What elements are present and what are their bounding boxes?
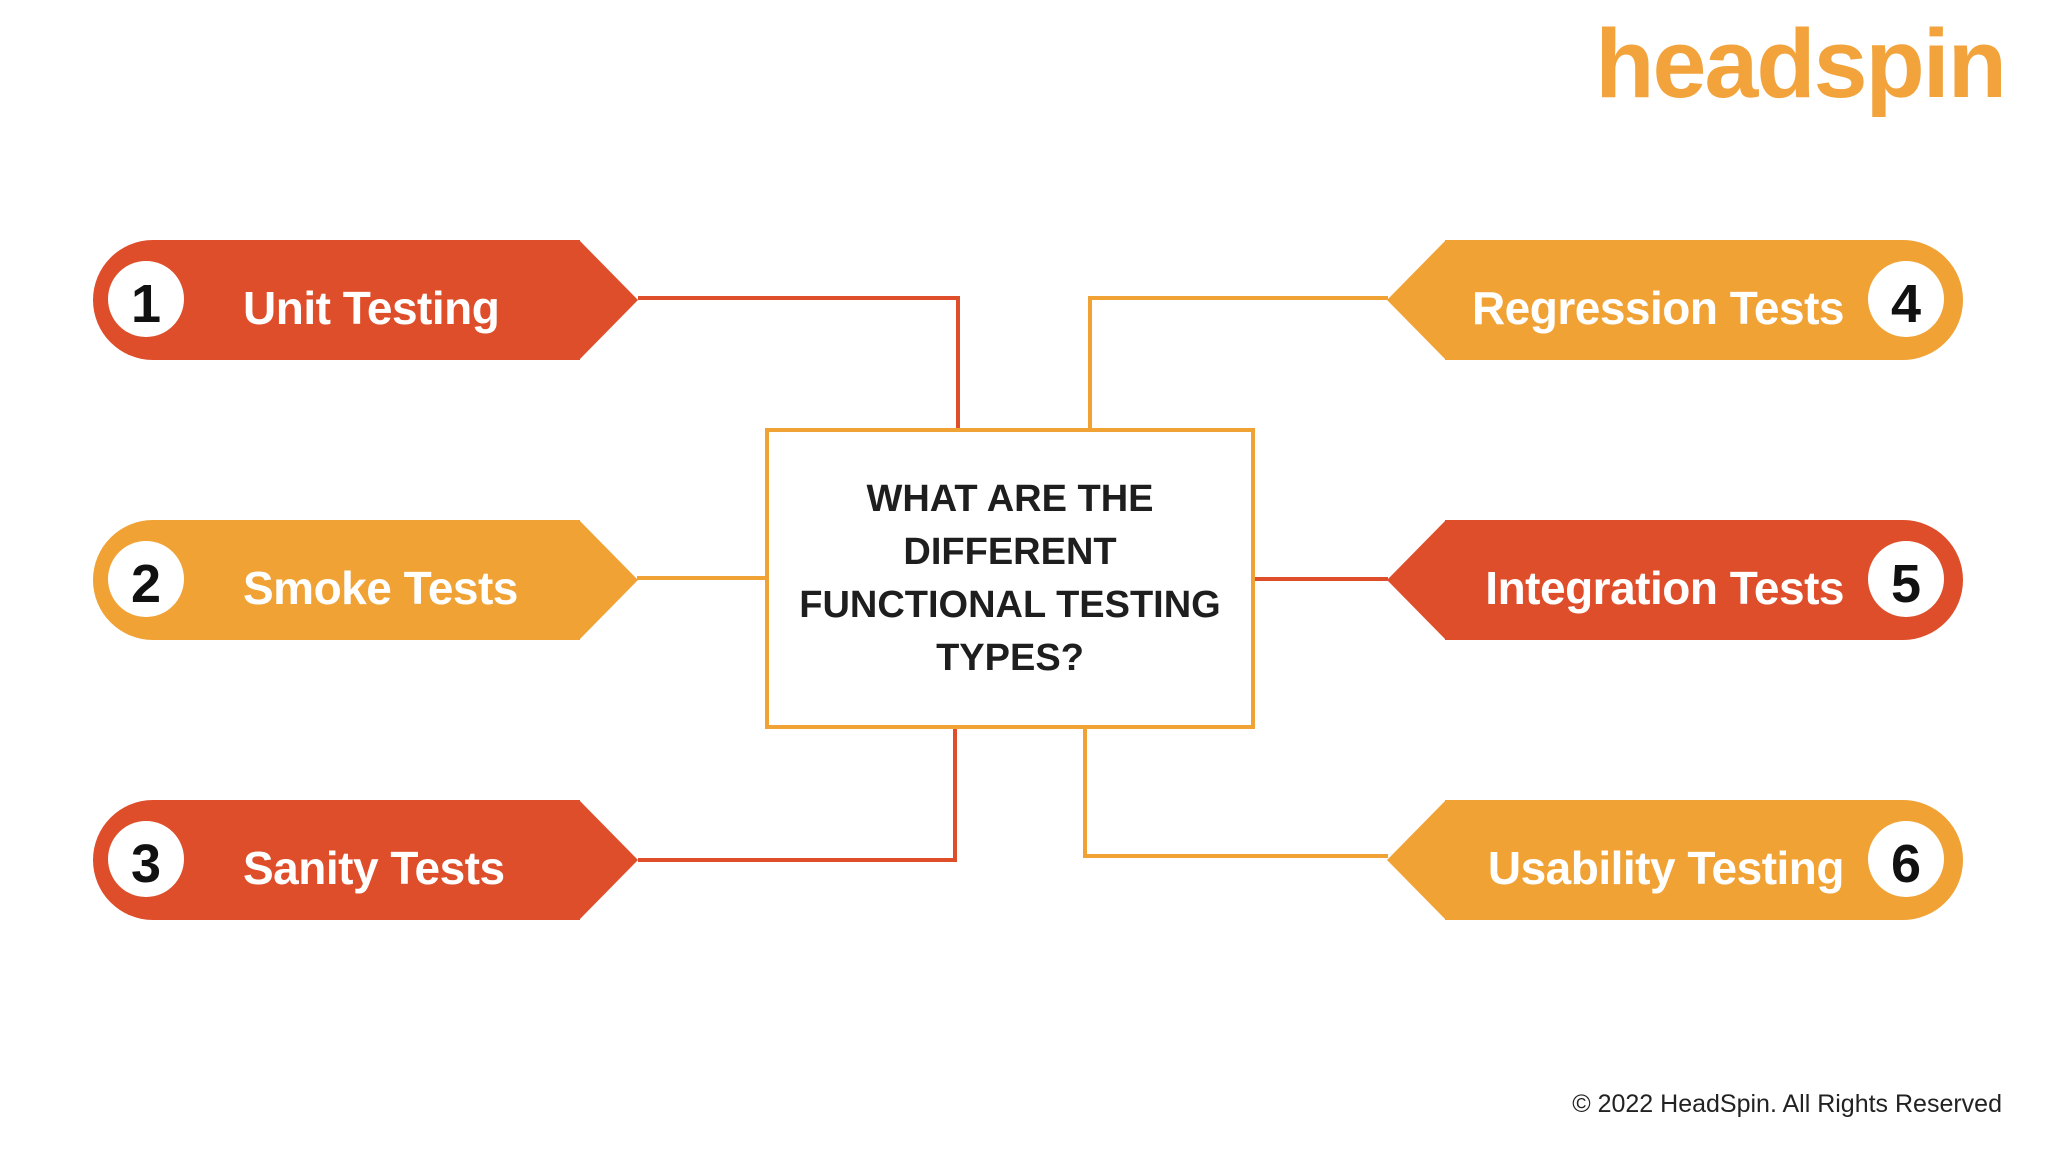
arrow-tip-icon	[1387, 240, 1446, 360]
connector-sanity-tests-v	[953, 727, 957, 860]
number-badge-3: 3	[108, 821, 184, 897]
banner-regression-tests: 4 Regression Tests	[1387, 240, 1963, 360]
badge-number: 1	[130, 274, 162, 334]
banner-sanity-tests: 3 Sanity Tests	[93, 800, 638, 920]
badge-number: 3	[130, 834, 162, 894]
arrow-tip-icon	[1387, 800, 1446, 920]
banner-label: Sanity Tests	[243, 842, 505, 894]
banner-label: Usability Testing	[1487, 842, 1845, 894]
banner-label: Integration Tests	[1485, 562, 1844, 614]
badge-number: 6	[1890, 834, 1922, 894]
connector-usability-testing-v	[1083, 727, 1087, 858]
copyright-text: © 2022 HeadSpin. All Rights Reserved	[1572, 1090, 2002, 1118]
connector-usability-testing-h	[1083, 854, 1388, 858]
number-badge-4: 4	[1868, 261, 1944, 337]
connector-regression-tests-v	[1088, 296, 1092, 430]
question-line-3: FUNCTIONAL TESTING	[799, 583, 1221, 626]
connector-sanity-tests-h	[638, 858, 957, 862]
number-badge-2: 2	[108, 541, 184, 617]
banner-label: Smoke Tests	[243, 562, 518, 614]
number-badge-6: 6	[1868, 821, 1944, 897]
badge-number: 4	[1890, 274, 1922, 334]
question-line-4: TYPES?	[936, 636, 1084, 679]
connector-smoke-tests	[637, 576, 767, 580]
banner-smoke-tests: 2 Smoke Tests	[93, 520, 638, 640]
number-badge-5: 5	[1868, 541, 1944, 617]
headspin-logo: headspin	[1595, 9, 2007, 118]
banner-integration-tests: 5 Integration Tests	[1387, 520, 1963, 640]
number-badge-1: 1	[108, 261, 184, 337]
question-line-1: WHAT ARE THE	[866, 477, 1154, 520]
banner-label: Unit Testing	[243, 282, 500, 334]
badge-number: 2	[130, 554, 162, 614]
connector-unit-testing-h	[638, 296, 960, 300]
banner-usability-testing: 6 Usability Testing	[1387, 800, 1963, 920]
center-question-box: WHAT ARE THE DIFFERENT FUNCTIONAL TESTIN…	[765, 428, 1255, 729]
connector-unit-testing-v	[956, 296, 960, 430]
connector-integration-tests	[1253, 577, 1388, 581]
banner-label: Regression Tests	[1471, 282, 1845, 334]
arrow-tip-icon	[579, 240, 638, 360]
arrow-tip-icon	[579, 800, 638, 920]
arrow-tip-icon	[579, 520, 638, 640]
badge-number: 5	[1890, 554, 1922, 614]
banner-unit-testing: 1 Unit Testing	[93, 240, 638, 360]
arrow-tip-icon	[1387, 520, 1446, 640]
connector-regression-tests-h	[1088, 296, 1388, 300]
question-line-2: DIFFERENT	[903, 530, 1117, 573]
